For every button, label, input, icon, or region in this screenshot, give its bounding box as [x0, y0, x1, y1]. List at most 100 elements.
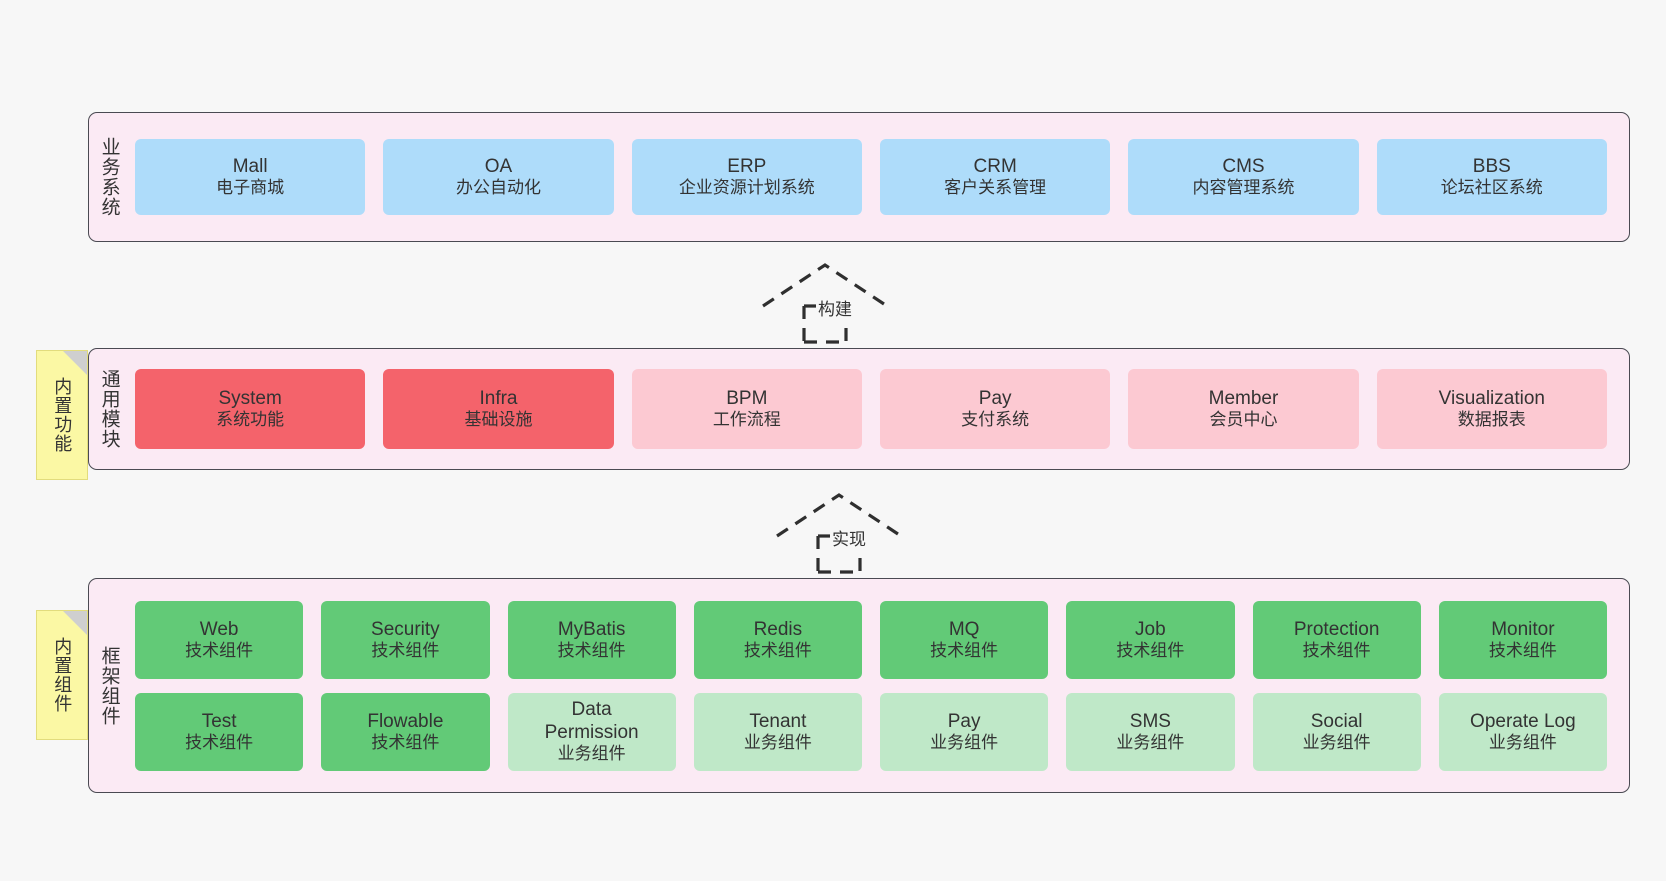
node-title: Job: [1135, 618, 1166, 640]
node-subtitle: 企业资源计划系统: [678, 178, 815, 198]
generalization-arrow-icon: [762, 263, 888, 344]
node-subtitle: 技术组件: [1302, 640, 1371, 660]
node-subtitle: 支付系统: [961, 410, 1030, 430]
node-title: Infra: [479, 388, 518, 410]
node-monitor[interactable]: Monitor 技术组件: [1438, 600, 1607, 679]
layer-body-business-system: Mall 电子商城 OA 办公自动化 ERP 企业资源计划系统 CRM 客户关系…: [129, 113, 1629, 241]
node-social[interactable]: Social 业务组件: [1252, 692, 1421, 771]
node-test[interactable]: Test 技术组件: [135, 692, 304, 771]
node-subtitle: 办公自动化: [455, 178, 541, 198]
node-member[interactable]: Member 会员中心: [1128, 369, 1359, 449]
node-protection[interactable]: Protection 技术组件: [1252, 600, 1421, 679]
node-pay-module[interactable]: Pay 支付系统: [879, 369, 1111, 449]
layer-body-framework-component: Web 技术组件 Security 技术组件 MyBatis 技术组件 Redi…: [129, 579, 1629, 792]
node-title: BPM: [726, 388, 768, 410]
node-title: Mall: [232, 156, 268, 178]
node-subtitle: 技术组件: [185, 732, 254, 752]
node-title: Protection: [1293, 618, 1380, 640]
node-subtitle: 业务组件: [557, 744, 626, 764]
node-title: MyBatis: [557, 618, 626, 640]
note-builtin-component: 内置组件: [36, 610, 88, 740]
node-title: Web: [199, 618, 239, 640]
note-fold-corner-icon: [63, 351, 87, 375]
node-subtitle: 业务组件: [1116, 732, 1185, 752]
node-redis[interactable]: Redis 技术组件: [693, 600, 862, 679]
layer-row: Test 技术组件 Flowable 技术组件 Data Permission …: [135, 692, 1607, 771]
node-title: Redis: [753, 618, 803, 640]
node-title: Data Permission: [544, 698, 639, 744]
node-bpm[interactable]: BPM 工作流程: [631, 369, 862, 449]
node-erp[interactable]: ERP 企业资源计划系统: [631, 139, 862, 215]
note-builtin-function: 内置功能: [36, 350, 88, 480]
node-subtitle: 技术组件: [1116, 640, 1185, 660]
note-label: 内置组件: [52, 637, 73, 713]
node-pay-component[interactable]: Pay 业务组件: [880, 692, 1049, 771]
node-title: SMS: [1129, 710, 1171, 732]
node-sms[interactable]: SMS 业务组件: [1066, 692, 1235, 771]
node-title: CRM: [973, 156, 1017, 178]
layer-title-business-system: 业务系统: [98, 137, 120, 217]
node-subtitle: 业务组件: [743, 732, 812, 752]
node-data-permission[interactable]: Data Permission 业务组件: [507, 692, 676, 771]
node-title: ERP: [727, 156, 767, 178]
connector-label-implement: 实现: [830, 525, 868, 550]
node-mq[interactable]: MQ 技术组件: [880, 600, 1049, 679]
node-visualization[interactable]: Visualization 数据报表: [1376, 369, 1607, 449]
node-job[interactable]: Job 技术组件: [1066, 600, 1235, 679]
connector-implement: 实现: [772, 492, 922, 574]
node-subtitle: 业务组件: [1302, 732, 1371, 752]
node-title: Security: [371, 618, 440, 640]
node-subtitle: 技术组件: [930, 640, 999, 660]
node-title: Flowable: [367, 710, 444, 732]
note-fold-corner-icon: [63, 611, 87, 635]
connector-build: 构建: [758, 262, 908, 344]
node-title: Pay: [947, 710, 981, 732]
node-subtitle: 技术组件: [185, 640, 254, 660]
node-title: System: [218, 388, 282, 410]
node-tenant[interactable]: Tenant 业务组件: [693, 692, 862, 771]
node-subtitle: 客户关系管理: [944, 178, 1047, 198]
node-subtitle: 内容管理系统: [1192, 178, 1295, 198]
node-subtitle: 技术组件: [371, 732, 440, 752]
layer-row: Mall 电子商城 OA 办公自动化 ERP 企业资源计划系统 CRM 客户关系…: [135, 139, 1607, 215]
node-title: Social: [1310, 710, 1363, 732]
layer-row: Web 技术组件 Security 技术组件 MyBatis 技术组件 Redi…: [135, 600, 1607, 679]
node-subtitle: 技术组件: [743, 640, 812, 660]
node-subtitle: 技术组件: [1488, 640, 1557, 660]
node-crm[interactable]: CRM 客户关系管理: [879, 139, 1111, 215]
node-subtitle: 基础设施: [464, 410, 533, 430]
node-title: BBS: [1472, 156, 1511, 178]
node-oa[interactable]: OA 办公自动化: [383, 139, 614, 215]
node-subtitle: 技术组件: [557, 640, 626, 660]
layer-common-module: 通用模块 System 系统功能 Infra 基础设施 BPM 工作流程 Pay…: [88, 348, 1630, 470]
node-title: Test: [201, 710, 237, 732]
layer-title-framework-component: 框架组件: [98, 645, 120, 726]
node-title: Monitor: [1491, 618, 1555, 640]
node-operate-log[interactable]: Operate Log 业务组件: [1438, 692, 1607, 771]
generalization-arrow-icon: [776, 493, 902, 574]
node-title: Pay: [978, 388, 1012, 410]
node-mybatis[interactable]: MyBatis 技术组件: [507, 600, 676, 679]
node-subtitle: 业务组件: [1488, 732, 1557, 752]
connector-label-build: 构建: [816, 295, 854, 320]
node-title: Visualization: [1438, 388, 1545, 410]
node-bbs[interactable]: BBS 论坛社区系统: [1376, 139, 1607, 215]
node-subtitle: 技术组件: [371, 640, 440, 660]
node-system[interactable]: System 系统功能: [135, 369, 366, 449]
note-label: 内置功能: [52, 377, 73, 453]
node-web[interactable]: Web 技术组件: [135, 600, 304, 679]
node-subtitle: 工作流程: [712, 410, 781, 430]
node-security[interactable]: Security 技术组件: [321, 600, 490, 679]
layer-business-system: 业务系统 Mall 电子商城 OA 办公自动化 ERP 企业资源计划系统 CRM…: [88, 112, 1630, 242]
node-flowable[interactable]: Flowable 技术组件: [321, 692, 490, 771]
layer-framework-component: 框架组件 Web 技术组件 Security 技术组件 MyBatis 技术组件…: [88, 578, 1630, 793]
node-infra[interactable]: Infra 基础设施: [383, 369, 614, 449]
node-subtitle: 论坛社区系统: [1440, 178, 1543, 198]
node-title: CMS: [1222, 156, 1265, 178]
node-cms[interactable]: CMS 内容管理系统: [1128, 139, 1359, 215]
node-subtitle: 业务组件: [930, 732, 999, 752]
layer-body-common-module: System 系统功能 Infra 基础设施 BPM 工作流程 Pay 支付系统…: [129, 349, 1629, 469]
node-mall[interactable]: Mall 电子商城: [135, 139, 366, 215]
layer-title-common-module: 通用模块: [98, 369, 120, 449]
